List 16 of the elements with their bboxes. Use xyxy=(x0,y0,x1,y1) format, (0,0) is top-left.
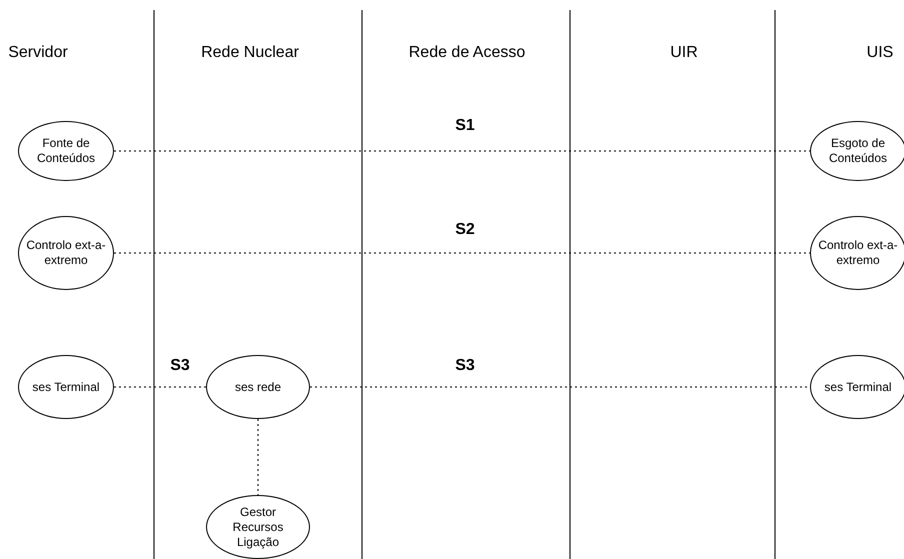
node-label: Controlo ext-a-extremo xyxy=(25,238,107,268)
column-header: UIR xyxy=(670,44,698,62)
column-header: UIS xyxy=(866,44,894,62)
node-label: Esgoto de Conteúdos xyxy=(828,136,888,166)
node-label: Fonte de Conteúdos xyxy=(36,136,96,166)
node-label: Controlo ext-a-extremo xyxy=(817,238,899,268)
node-label: ses rede xyxy=(234,380,282,394)
column-header: Servidor xyxy=(8,44,68,62)
dotted-connector xyxy=(114,386,206,388)
column-header: Rede de Acesso xyxy=(408,44,526,62)
node-label: Gestor Recursos Ligação xyxy=(232,504,284,550)
dotted-connector xyxy=(114,150,810,152)
node-label: ses Terminal xyxy=(31,380,101,394)
node-label: ses Terminal xyxy=(823,380,893,394)
column-header: Rede Nuclear xyxy=(201,44,299,62)
dotted-connector xyxy=(114,252,810,254)
